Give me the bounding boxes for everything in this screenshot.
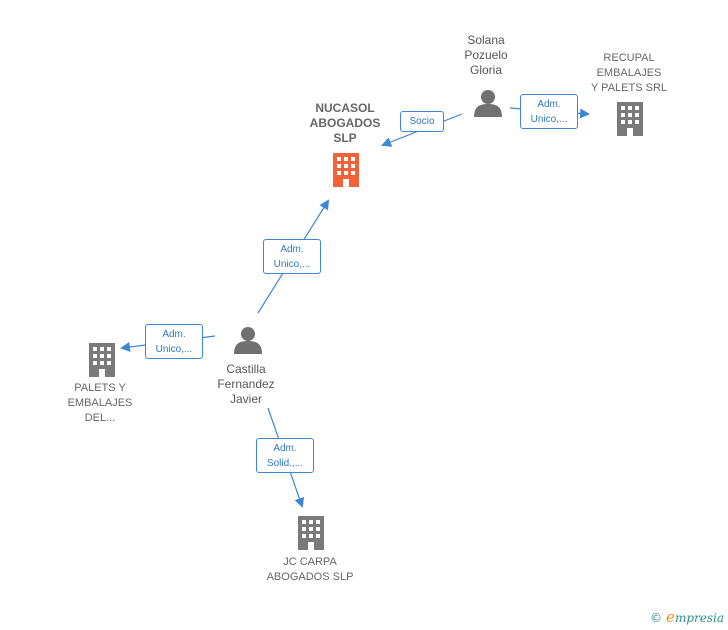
empresia-logo[interactable]: ©empresia bbox=[650, 608, 724, 626]
edge-label-solana-recupal[interactable]: Adm. Unico,... bbox=[520, 94, 578, 129]
brand-name: mpresia bbox=[674, 611, 724, 625]
node-label-jccarpa[interactable]: JC CARPA ABOGADOS SLP bbox=[266, 556, 354, 583]
edge-label-socio[interactable]: Socio bbox=[400, 111, 444, 132]
person-icon[interactable] bbox=[234, 327, 262, 354]
node-label-recupal[interactable]: RECUPAL EMBALAJES Y PALETS SRL bbox=[590, 52, 668, 94]
person-icon[interactable] bbox=[474, 90, 502, 117]
building-icon[interactable] bbox=[298, 516, 324, 550]
brand-initial: e bbox=[666, 608, 675, 626]
copyright-symbol: © bbox=[650, 611, 663, 625]
edge-label-castilla-palets[interactable]: Adm. Unico,... bbox=[145, 324, 203, 359]
building-icon[interactable] bbox=[89, 343, 115, 377]
building-icon[interactable] bbox=[617, 102, 643, 136]
node-label-solana[interactable]: Solana Pozuelo Gloria bbox=[464, 33, 508, 77]
building-icon[interactable] bbox=[333, 153, 359, 187]
node-label-castilla[interactable]: Castilla Fernandez Javier bbox=[217, 362, 275, 406]
node-label-palets[interactable]: PALETS Y EMBALAJES DEL... bbox=[67, 382, 133, 424]
edge-label-castilla-nucasol[interactable]: Adm. Unico,... bbox=[263, 239, 321, 274]
edge-label-castilla-jccarpa[interactable]: Adm. Solid.,... bbox=[256, 438, 314, 473]
node-label-nucasol[interactable]: NUCASOL ABOGADOS SLP bbox=[309, 101, 381, 145]
